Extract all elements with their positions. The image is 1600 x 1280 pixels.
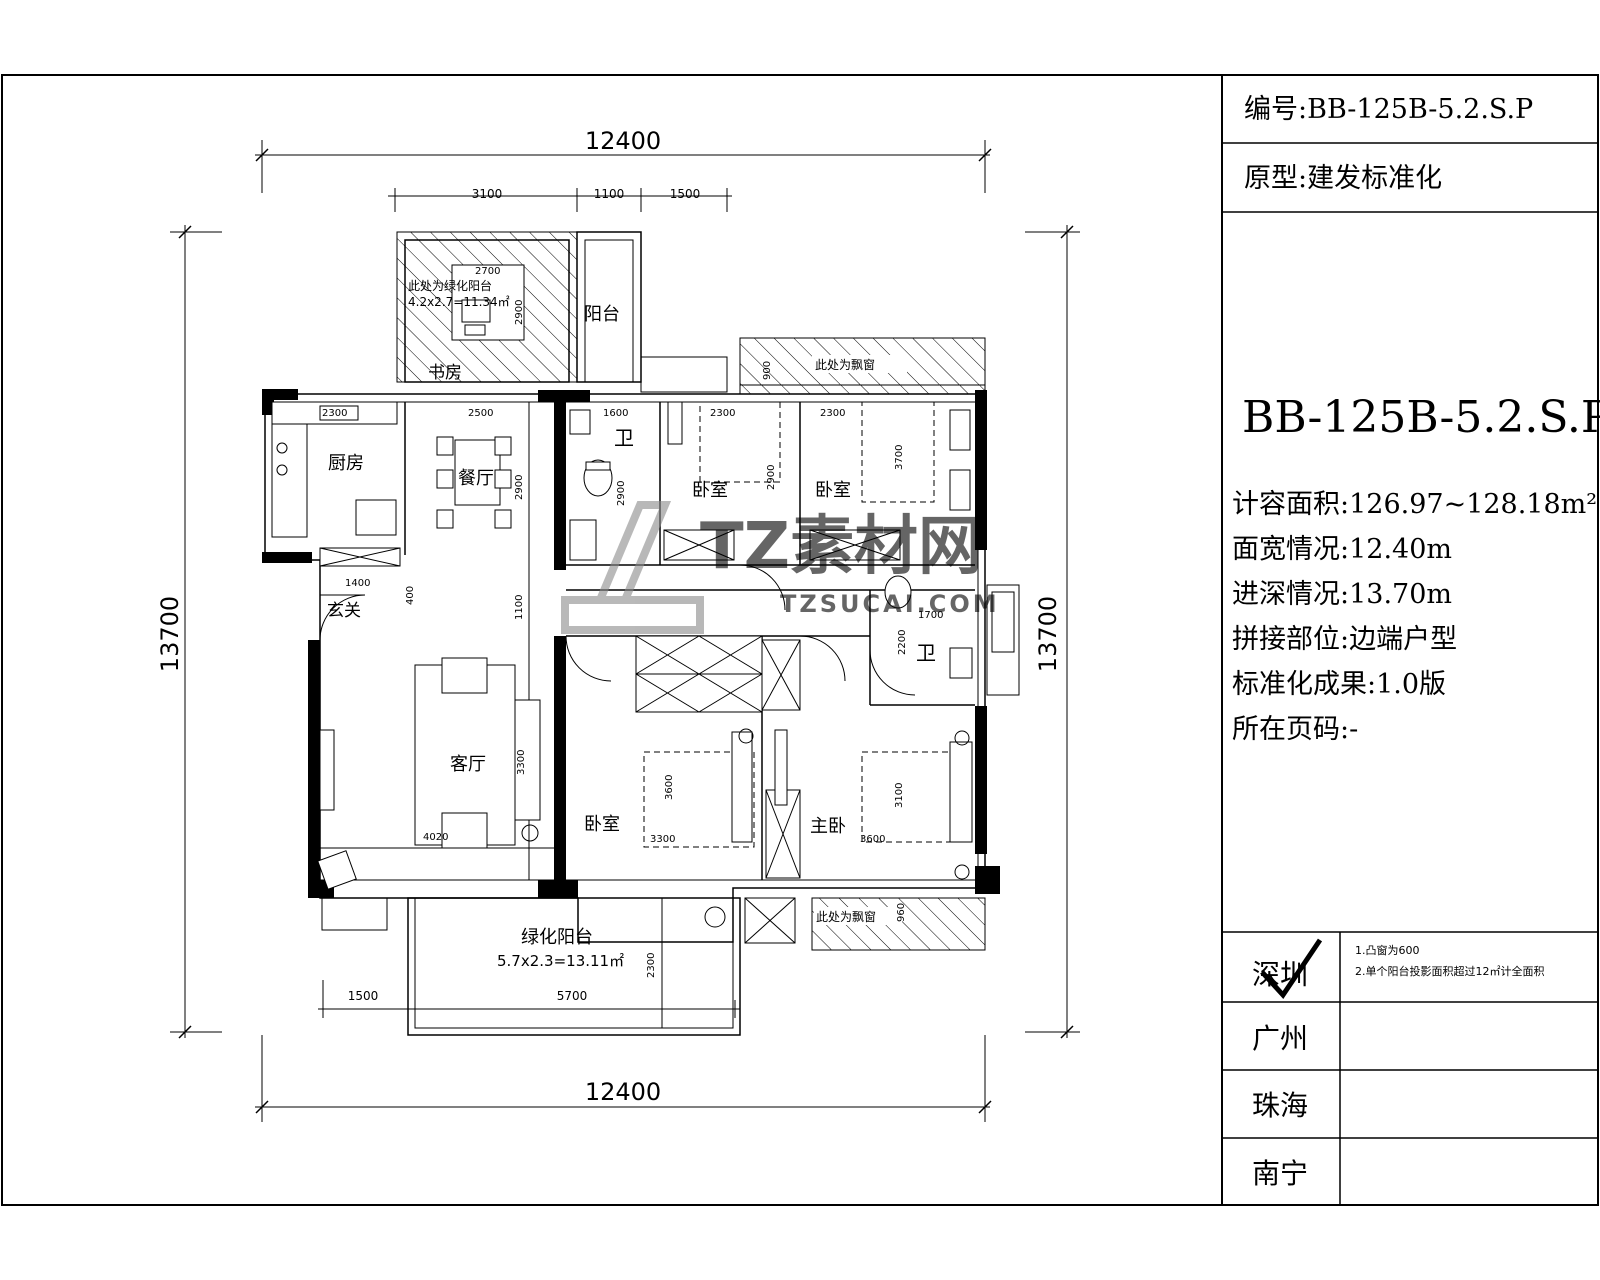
dim-right-overall: 13700 <box>1034 596 1062 672</box>
bay-window-s-label: 此处为飘窗 <box>816 910 876 924</box>
bed1-label: 卧室 <box>692 480 728 501</box>
bed3-label: 卧室 <box>584 814 620 835</box>
balcony-n-label: 阳台 <box>584 304 620 325</box>
dim-2200: 2200 <box>897 630 908 655</box>
spec-4: 拼接部位:边端户型 <box>1232 624 1457 655</box>
note-1: 1.凸窗为600 <box>1355 943 1420 957</box>
title-block: 编号:BB-125B-5.2.S.P 原型:建发标准化 BB-125B-5.2.… <box>1221 75 1600 1205</box>
dim-2900d: 2900 <box>514 300 525 325</box>
green-balcony-n-label-2: 4.2x2.7=11.34㎡ <box>408 295 510 309</box>
dim-1400: 1400 <box>345 578 370 589</box>
entry-label: 玄关 <box>327 601 361 621</box>
living-label: 客厅 <box>450 754 486 775</box>
dim-1700: 1700 <box>918 610 943 621</box>
wall-east-n <box>975 390 987 550</box>
watermark-url: TZSUCAI.COM <box>780 590 1000 618</box>
spec-2: 面宽情况:12.40m <box>1232 534 1452 565</box>
wall-center-n <box>554 394 566 570</box>
wall-center-s <box>554 636 566 892</box>
dim-3100: 3100 <box>894 783 905 808</box>
dim-1100: 1100 <box>514 595 525 620</box>
main-code: BB-125B-5.2.S.P <box>1242 392 1600 443</box>
dim-2500: 2500 <box>468 408 493 419</box>
bed2-label: 卧室 <box>815 480 851 501</box>
kitchen-label: 厨房 <box>328 453 364 474</box>
wc2-label: 卫 <box>916 641 936 665</box>
dim-960: 960 <box>896 903 907 922</box>
dim-bottom-overall: 12400 <box>585 1078 661 1106</box>
city-zhuhai: 珠海 <box>1252 1089 1308 1122</box>
watermark-logo: TZ素材网 <box>700 510 982 584</box>
dim-3300a: 3300 <box>516 750 527 775</box>
dim-top-overall: 12400 <box>585 127 661 155</box>
green-balcony-n-label-1: 此处为绿化阳台 <box>408 278 492 293</box>
spec-1: 计容面积:126.97~128.18m² <box>1232 489 1597 520</box>
dim-4020: 4020 <box>423 832 448 843</box>
dim-2300b: 2300 <box>710 408 735 419</box>
dim-2900c: 2900 <box>766 465 777 490</box>
code-line: 编号:BB-125B-5.2.S.P <box>1244 94 1533 125</box>
dim-left-overall: 13700 <box>156 596 184 672</box>
dim-2900a: 2900 <box>514 475 525 500</box>
spec-6: 所在页码:- <box>1232 714 1358 745</box>
dim-3600b: 3600 <box>860 834 885 845</box>
overall-dimensions: 12400 3100 1100 1500 12400 1500 5700 137… <box>156 127 1080 1122</box>
dim-2900b: 2900 <box>616 481 627 506</box>
floor-plan: 书房 阳台 此处为绿化阳台 4.2x2.7=11.34㎡ 2700 2900 此… <box>262 231 1020 1036</box>
study-label: 书房 <box>428 363 462 383</box>
master-label: 主卧 <box>810 816 846 837</box>
dim-900a: 900 <box>762 361 773 380</box>
dim-2300a: 2300 <box>322 408 347 419</box>
dim-400: 400 <box>405 586 416 605</box>
dim-top-seg-2: 1100 <box>594 187 625 201</box>
dim-top-seg-3: 1500 <box>670 187 701 201</box>
dining-table <box>454 439 501 506</box>
dim-3700: 3700 <box>894 445 905 470</box>
prototype-line: 原型:建发标准化 <box>1244 163 1442 194</box>
dim-bottom-seg-1: 1500 <box>348 989 379 1003</box>
sheet-border <box>1 74 1599 1206</box>
green-balcony-s-label-1: 绿化阳台 <box>521 927 593 948</box>
wc1-label: 卫 <box>614 426 634 450</box>
dim-2700: 2700 <box>475 266 500 277</box>
spec-3: 进深情况:13.70m <box>1232 579 1452 610</box>
dim-3300b: 3300 <box>650 834 675 845</box>
city-nanning: 南宁 <box>1252 1157 1308 1190</box>
watermark-logo-icon <box>561 501 704 634</box>
watermark: TZ素材网 TZSUCAI.COM <box>561 501 1000 634</box>
dim-2300c: 2300 <box>820 408 845 419</box>
wall-east-s <box>975 706 987 854</box>
check-mark-icon <box>1260 938 1323 1000</box>
bay-window-n-label: 此处为飘窗 <box>815 358 875 372</box>
dim-top-seg-1: 3100 <box>472 187 503 201</box>
wall-nw <box>262 389 298 400</box>
city-guangzhou: 广州 <box>1252 1022 1308 1055</box>
spec-5: 标准化成果:1.0版 <box>1232 669 1446 700</box>
dim-1600: 1600 <box>603 408 628 419</box>
green-balcony-s-label-2: 5.7x2.3=13.11㎡ <box>497 952 624 970</box>
dim-bottom-seg-2: 5700 <box>557 989 588 1003</box>
note-2: 2.单个阳台投影面积超过12㎡计全面积 <box>1355 964 1545 978</box>
dining-label: 餐厅 <box>458 468 494 489</box>
dim-3600a: 3600 <box>664 775 675 800</box>
dim-2300d: 2300 <box>646 953 657 978</box>
